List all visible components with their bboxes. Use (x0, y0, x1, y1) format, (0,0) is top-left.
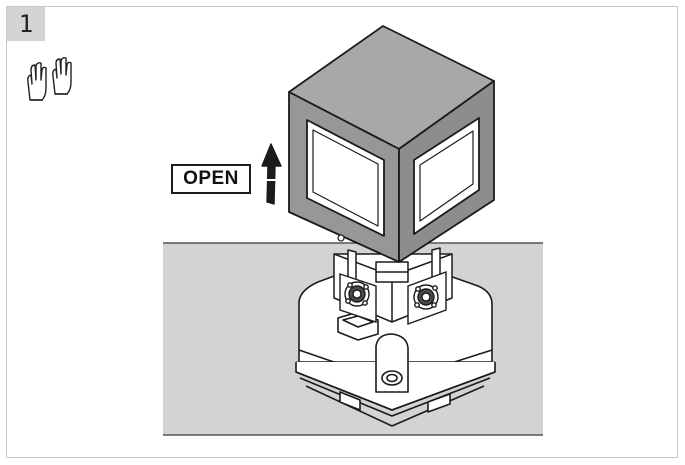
left-terminal-connector (339, 273, 377, 323)
open-instruction-label: OPEN (171, 164, 251, 194)
step-number-badge: 1 (7, 7, 45, 41)
lamp-housing-cube (288, 25, 495, 263)
gloves-icon (27, 57, 72, 101)
right-terminal-connector (407, 270, 447, 326)
up-arrow-icon (261, 143, 282, 205)
